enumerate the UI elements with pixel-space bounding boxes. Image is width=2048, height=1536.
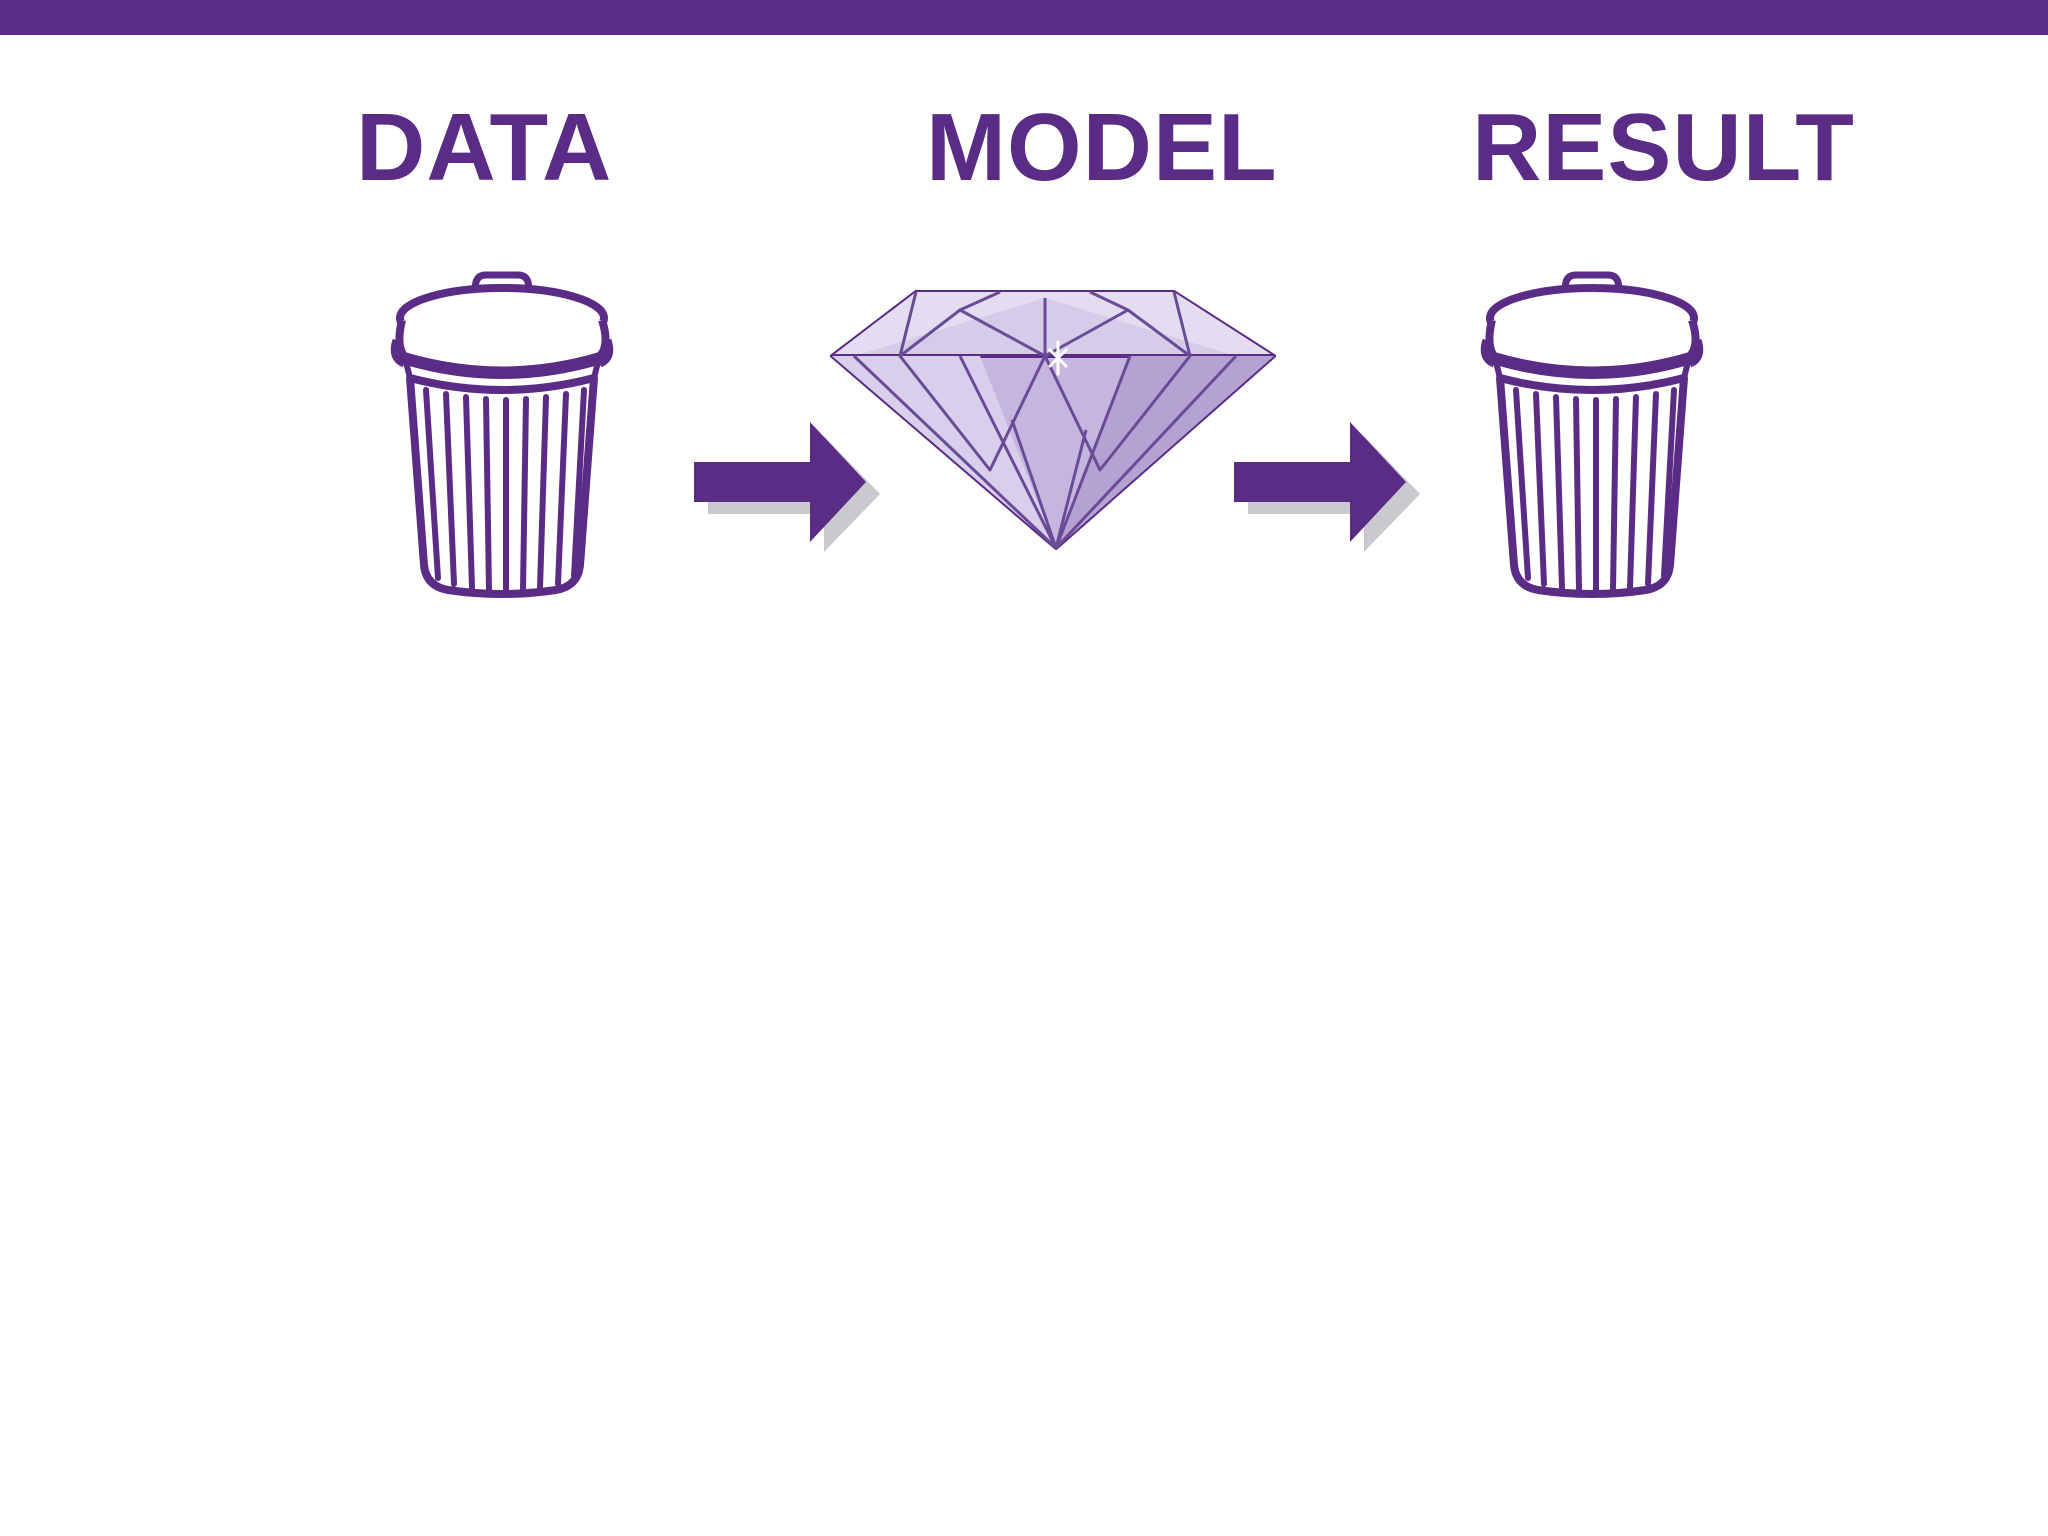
top-accent-bar	[0, 0, 2048, 35]
result-trash-can-icon	[1484, 275, 1700, 594]
result-heading: RESULT	[1472, 94, 1855, 201]
data-trash-can-icon	[394, 275, 610, 594]
data-heading: DATA	[356, 94, 613, 201]
model-heading: MODEL	[926, 94, 1278, 201]
model-diamond-icon	[830, 290, 1276, 550]
right-arrow-icon	[1234, 422, 1420, 552]
right-arrow-icon	[694, 422, 880, 552]
